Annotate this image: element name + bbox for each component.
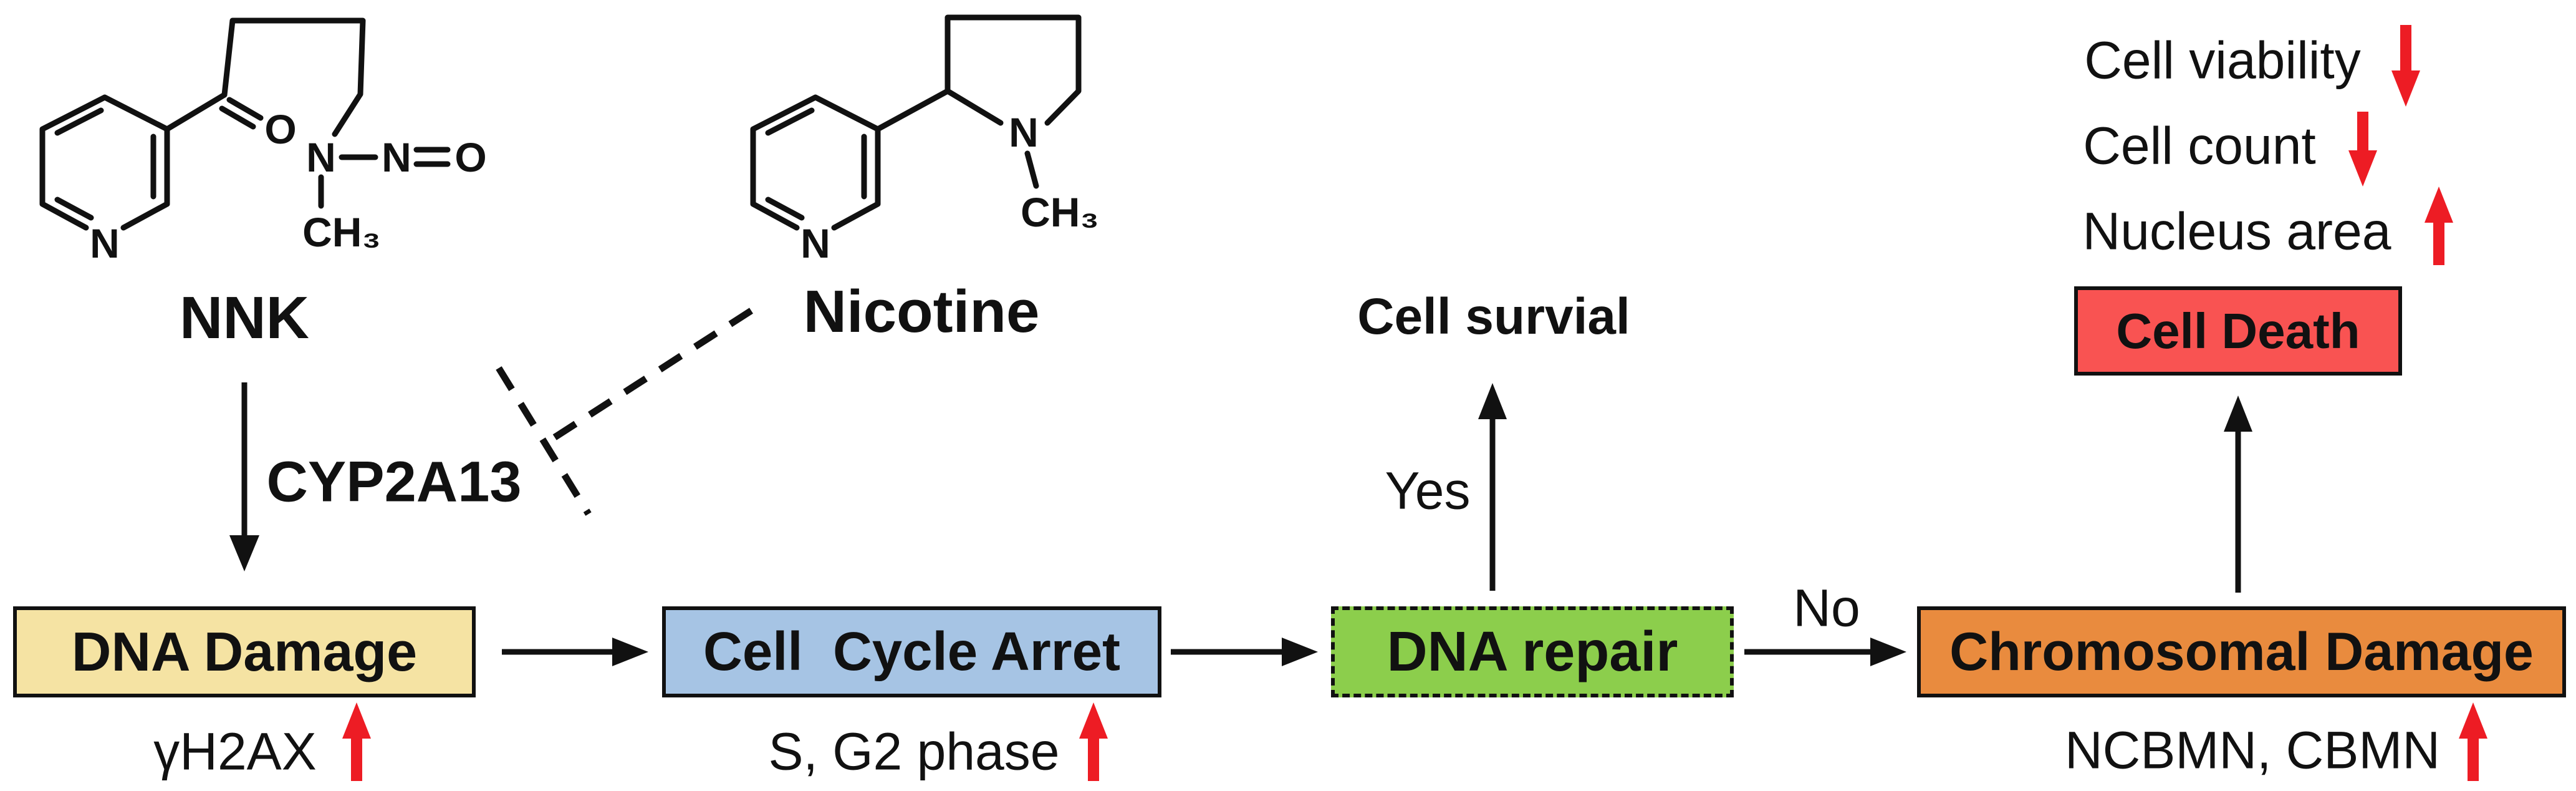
yes-branch-label: Yes: [1385, 461, 1471, 520]
dna-repair-box-label: DNA repair: [1387, 620, 1678, 683]
nnk-ring-to-carbonyl-bond: [164, 92, 228, 132]
chromosomal-damage-box: Chromosomal Damage: [1917, 606, 2566, 697]
cell-death-box-label: Cell Death: [2116, 303, 2360, 359]
chromosomal-to-cell-death-arrow: [2224, 396, 2252, 593]
cell-death-box: Cell Death: [2074, 286, 2402, 376]
inhibition-crossbar-dashed-line: [496, 366, 592, 516]
nucleus-area-label: Nucleus area: [2082, 201, 2391, 261]
cell-count-down-arrow: [2348, 112, 2377, 187]
nnk-nitroso-n-label: N: [382, 134, 411, 180]
nnk-to-dna-damage-arrow: [229, 382, 259, 571]
nicotine-name-label: Nicotine: [803, 278, 1040, 345]
cell-cycle-arrest-box-label: Cell Cycle Arret: [703, 621, 1120, 682]
nucleus-area-up-arrow: [2425, 187, 2453, 265]
nnk-name-label: NNK: [180, 284, 309, 351]
nnk-pyridine-ring: [39, 94, 170, 231]
cyp2a13-enzyme-label: CYP2A13: [266, 450, 522, 514]
nicotine-pyrrolidine-n-label: N: [1009, 109, 1039, 155]
nicotine-methyl-label: CH₃: [1021, 189, 1099, 235]
nnk-pyridine-double-bonds: [54, 107, 156, 221]
dna-repair-box: DNA repair: [1331, 606, 1734, 697]
nnk-methyl-label: CH₃: [302, 209, 381, 255]
nnk-carbonyl-double-bond: [219, 97, 264, 130]
gamma-h2ax-marker-label: γH2AX: [153, 722, 317, 781]
chromosomal-damage-box-label: Chromosomal Damage: [1949, 621, 2534, 682]
nicotine-ring-n-label: N: [800, 220, 830, 266]
dna-damage-box: DNA Damage: [13, 606, 476, 697]
nicotine-pyridine-double-bonds: [765, 107, 867, 221]
ncbmn-cbmn-marker-label: NCBMN, CBMN: [2065, 721, 2440, 780]
nicotine-structure: N N CH₃: [750, 14, 1099, 266]
gamma-h2ax-up-arrow: [342, 702, 371, 781]
no-branch-label: No: [1793, 578, 1860, 638]
s-g2-phase-up-arrow: [1079, 702, 1108, 781]
nnk-chain: [221, 17, 366, 137]
dna-damage-to-cell-cycle-arrow: [502, 638, 648, 666]
dna-repair-to-cell-survival-arrow: [1478, 383, 1507, 591]
s-g2-phase-marker-label: S, G2 phase: [768, 722, 1060, 781]
cell-cycle-arrest-box: Cell Cycle Arret: [662, 606, 1161, 697]
dna-repair-to-chromosomal-arrow: [1744, 638, 1906, 666]
nicotine-inhibition-dashed-line: [548, 308, 753, 444]
nnk-structure: N O N N O CH₃: [39, 17, 487, 266]
nnk-n-o-double-bond: [413, 147, 451, 167]
nicotine-pyridine-ring: [750, 94, 881, 231]
cell-survival-label: Cell survial: [1357, 288, 1630, 345]
nnk-nitroso-o-label: O: [454, 134, 486, 180]
cell-cycle-to-dna-repair-arrow: [1171, 638, 1318, 666]
nnk-amine-n-label: N: [306, 134, 336, 180]
cell-viability-label: Cell viability: [2084, 31, 2361, 90]
nnk-ring-n-label: N: [90, 220, 120, 266]
nicotine-ring-link-bond: [875, 88, 951, 132]
nicotine-n-methyl-bond: [1024, 150, 1039, 189]
nicotine-pyrrolidine-ring: [944, 14, 1082, 126]
nnk-carbonyl-o-label: O: [264, 106, 296, 152]
ncbmn-cbmn-up-arrow: [2459, 702, 2487, 781]
cell-count-label: Cell count: [2083, 116, 2316, 175]
cell-viability-down-arrow: [2391, 25, 2420, 107]
dna-damage-box-label: DNA Damage: [71, 621, 418, 682]
